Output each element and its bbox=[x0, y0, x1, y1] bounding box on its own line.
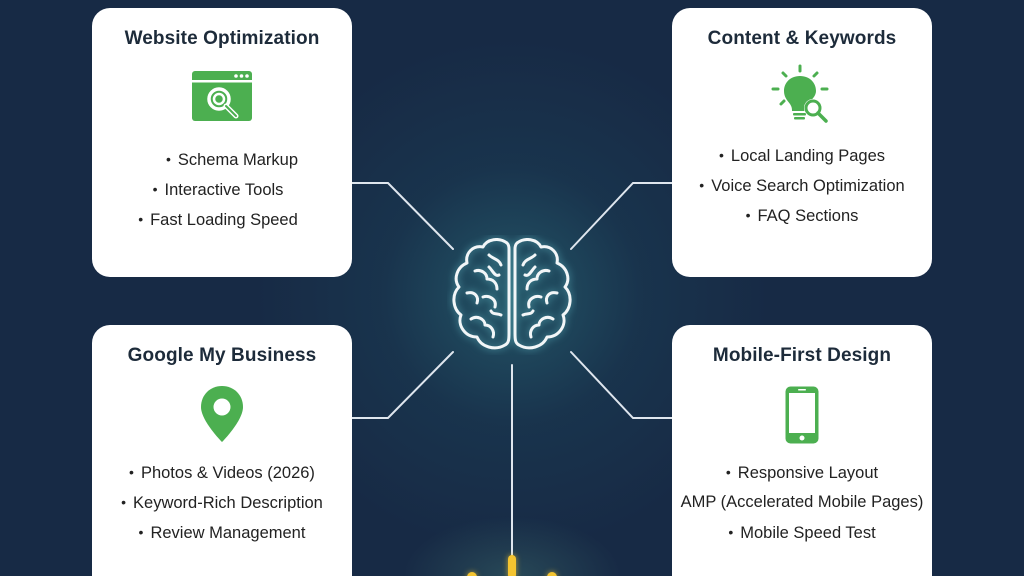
card-content-keywords: Content & Keywords •Local Landing Pages … bbox=[672, 8, 932, 277]
card-feature-list: •Schema Markup •Interactive Tools •Fast … bbox=[92, 144, 352, 234]
connector-top-left bbox=[351, 182, 454, 250]
card-title: Content & Keywords bbox=[707, 28, 897, 49]
lightbulb-filament-icon bbox=[508, 555, 516, 576]
card-title: Mobile-First Design bbox=[712, 345, 892, 366]
brain-icon bbox=[452, 238, 572, 350]
list-item: •Photos & Videos (2026) bbox=[129, 464, 315, 482]
card-mobile-first-design: Mobile-First Design •Responsive Layout A… bbox=[672, 325, 932, 576]
card-google-my-business: Google My Business •Photos & Videos (202… bbox=[92, 325, 352, 576]
list-item: AMP (Accelerated Mobile Pages) bbox=[680, 493, 924, 511]
connector-bottom-left bbox=[351, 351, 454, 419]
list-item: •Interactive Tools bbox=[152, 181, 284, 199]
list-item: •Review Management bbox=[138, 524, 306, 542]
lightbulb-search-icon bbox=[771, 64, 829, 123]
list-item: •Keyword-Rich Description bbox=[121, 494, 323, 512]
lightbulb-dot-right bbox=[547, 572, 557, 576]
connector-bottom-right bbox=[570, 351, 673, 419]
list-item: •Fast Loading Speed bbox=[138, 211, 298, 229]
smartphone-icon bbox=[785, 386, 819, 444]
list-item: •FAQ Sections bbox=[745, 207, 859, 225]
card-title: Google My Business bbox=[127, 345, 317, 366]
card-title: Website Optimization bbox=[124, 28, 320, 49]
list-item: •Mobile Speed Test bbox=[728, 524, 876, 542]
card-feature-list: •Responsive Layout AMP (Accelerated Mobi… bbox=[672, 457, 932, 547]
browser-search-icon bbox=[192, 71, 252, 121]
card-feature-list: •Photos & Videos (2026) •Keyword-Rich De… bbox=[92, 457, 352, 547]
map-pin-icon bbox=[201, 386, 243, 442]
card-feature-list: •Local Landing Pages •Voice Search Optim… bbox=[672, 140, 932, 230]
connector-top-right bbox=[570, 182, 673, 250]
card-website-optimization: Website Optimization •Schema Markup •Int… bbox=[92, 8, 352, 277]
list-item: •Schema Markup bbox=[165, 151, 299, 169]
list-item: •Responsive Layout bbox=[725, 464, 879, 482]
lightbulb-dot-left bbox=[467, 572, 477, 576]
list-item: •Local Landing Pages bbox=[718, 147, 886, 165]
list-item: •Voice Search Optimization bbox=[699, 177, 905, 195]
